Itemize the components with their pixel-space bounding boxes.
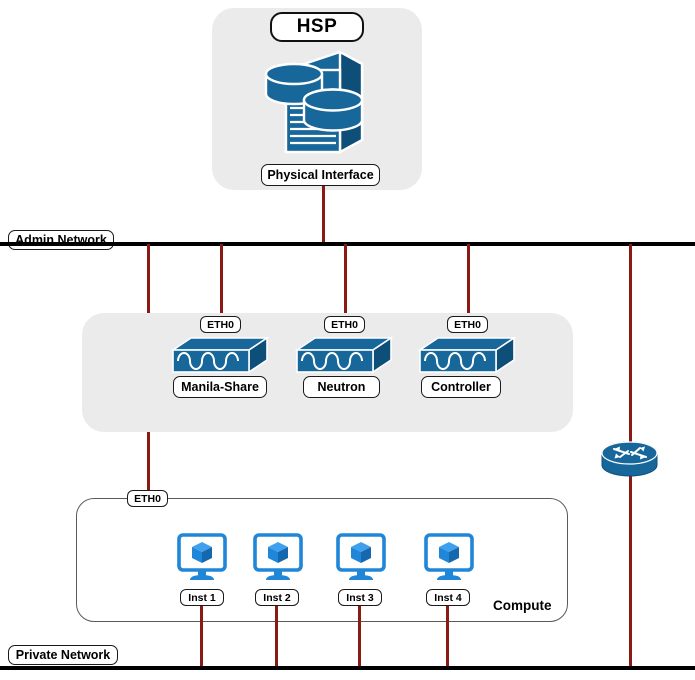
eth0-tag-compute: ETH0 — [127, 490, 168, 507]
private-network-label: Private Network — [8, 645, 118, 665]
instance-label-inst-4: Inst 4 — [426, 589, 470, 606]
instance-label-inst-1: Inst 1 — [180, 589, 224, 606]
eth0-tag-controller: ETH0 — [447, 316, 488, 333]
wire-inst-3-to-private — [358, 606, 361, 668]
wire-inst-2-to-private — [275, 606, 278, 668]
admin-network-bus — [0, 242, 695, 246]
instance-label-inst-3: Inst 3 — [338, 589, 382, 606]
node-label-neutron: Neutron — [303, 376, 380, 398]
wire-inst-1-to-private — [200, 606, 203, 668]
compute-box-title: Compute — [493, 598, 552, 613]
instance-monitor-icon — [253, 533, 303, 583]
wire-hsp-to-admin — [322, 186, 325, 243]
database-server-icon — [258, 48, 366, 158]
eth0-tag-neutron: ETH0 — [324, 316, 365, 333]
hsp-title-tag: HSP — [270, 12, 364, 42]
node-label-manila-share: Manila-Share — [173, 376, 267, 398]
wire-admin-to-manila-share — [220, 244, 223, 340]
admin-network-label: Admin Network — [8, 230, 114, 250]
private-network-bus — [0, 666, 695, 670]
compute-box — [76, 498, 568, 622]
wire-admin-to-neutron — [344, 244, 347, 340]
network-switch-icon — [294, 336, 394, 376]
wire-inst-4-to-private — [446, 606, 449, 668]
instance-monitor-icon — [336, 533, 386, 583]
wire-admin-to-controller — [467, 244, 470, 340]
instance-monitor-icon — [424, 533, 474, 583]
eth0-tag-manila-share: ETH0 — [200, 316, 241, 333]
physical-interface-tag: Physical Interface — [261, 164, 380, 186]
node-label-controller: Controller — [421, 376, 501, 398]
network-switch-icon — [170, 336, 270, 376]
router-icon — [600, 440, 659, 480]
network-switch-icon — [417, 336, 517, 376]
instance-monitor-icon — [177, 533, 227, 583]
instance-label-inst-2: Inst 2 — [255, 589, 299, 606]
